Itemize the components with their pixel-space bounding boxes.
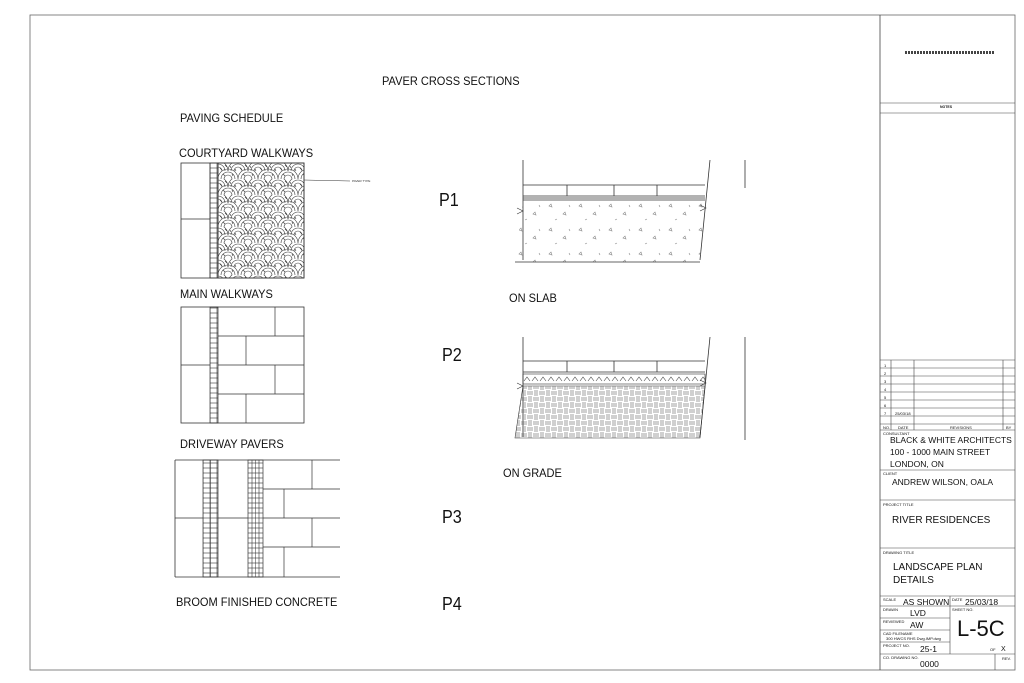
- rev-row-2: 6: [884, 403, 887, 408]
- drawing-title: PAVER CROSS SECTIONS: [382, 74, 520, 88]
- rev-row-4: 4: [884, 387, 887, 392]
- rev-row-5: 3: [884, 379, 887, 384]
- title-block-stamp: [905, 51, 995, 54]
- project-title-label: PROJECT TITLE: [883, 502, 914, 507]
- cad-value: 300 HWCS RHS Dwg.IMP.dwg: [886, 636, 941, 641]
- item-code-p1: P1: [439, 190, 459, 210]
- section-on-grade-label: ON GRADE: [503, 466, 562, 480]
- rev-row-7: 1: [884, 363, 887, 368]
- drawn-label: DRAWN: [883, 607, 898, 612]
- item-courtyard-label: COURTYARD WALKWAYS: [179, 146, 314, 160]
- date-value: 25/03/18: [965, 597, 999, 607]
- paving-schedule-heading: PAVING SCHEDULE: [180, 111, 284, 125]
- scale-label: SCALE: [883, 597, 897, 602]
- svg-text:PAVER TYPE: PAVER TYPE: [352, 179, 370, 183]
- rev-header-date: DATE: [898, 425, 909, 430]
- rev-row-6: 2: [884, 371, 887, 376]
- cad-label: CAD FILENAME: [883, 631, 913, 636]
- drawing-title-label: DRAWING TITLE: [883, 550, 915, 555]
- rev-header-by: BY: [1006, 425, 1012, 430]
- item-concrete-label: BROOM FINISHED CONCRETE: [176, 595, 338, 609]
- project-title: RIVER RESIDENCES: [892, 515, 991, 526]
- date-label: DATE: [952, 597, 963, 602]
- client-label: CLIENT: [883, 471, 898, 476]
- drawn-value: LVD: [910, 608, 926, 618]
- rev-row-3: 5: [884, 395, 887, 400]
- sheet-no-label: SHEET NO.: [952, 607, 974, 612]
- notes-label: NOTES: [940, 105, 953, 109]
- consultant-label: CONSULTANT: [883, 431, 910, 436]
- project-no-label: PROJECT NO.: [883, 643, 910, 648]
- of-label: OF: [990, 647, 996, 652]
- project-no-value: 25-1: [920, 644, 938, 654]
- consultant-line-2: 100 - 1000 MAIN STREET: [890, 447, 991, 457]
- co-drawing-value: 0000: [920, 659, 939, 669]
- rev-header-revisions: REVISIONS: [950, 425, 972, 430]
- scale-value: AS SHOWN: [903, 597, 950, 607]
- item-code-p3: P3: [442, 507, 462, 527]
- section-on-slab-label: ON SLAB: [509, 291, 557, 305]
- rev-header-no: NO.: [883, 425, 891, 430]
- co-drawing-label: CO. DRAWING NO.: [883, 655, 919, 660]
- client-name: ANDREW WILSON, OALA: [892, 477, 994, 487]
- rev-label: REV.: [1002, 656, 1011, 661]
- of-value: X: [1001, 646, 1006, 653]
- item-driveway-label: DRIVEWAY PAVERS: [180, 437, 284, 451]
- reviewed-value: AW: [910, 620, 924, 630]
- rev-row-1: 7: [884, 411, 887, 416]
- rev-first-date: 25/03/18: [895, 411, 911, 416]
- sheet-number: L-5C: [957, 616, 1005, 641]
- item-code-p2: P2: [442, 345, 462, 365]
- item-main-label: MAIN WALKWAYS: [180, 287, 273, 301]
- drawing-title-line-2: DETAILS: [893, 575, 934, 586]
- item-code-p4: P4: [442, 594, 462, 614]
- drawing-title-line-1: LANDSCAPE PLAN: [893, 562, 983, 573]
- consultant-line-1: BLACK & WHITE ARCHITECTS: [890, 435, 1012, 445]
- reviewed-label: REVIEWED: [883, 619, 905, 624]
- consultant-line-3: LONDON, ON: [890, 459, 944, 469]
